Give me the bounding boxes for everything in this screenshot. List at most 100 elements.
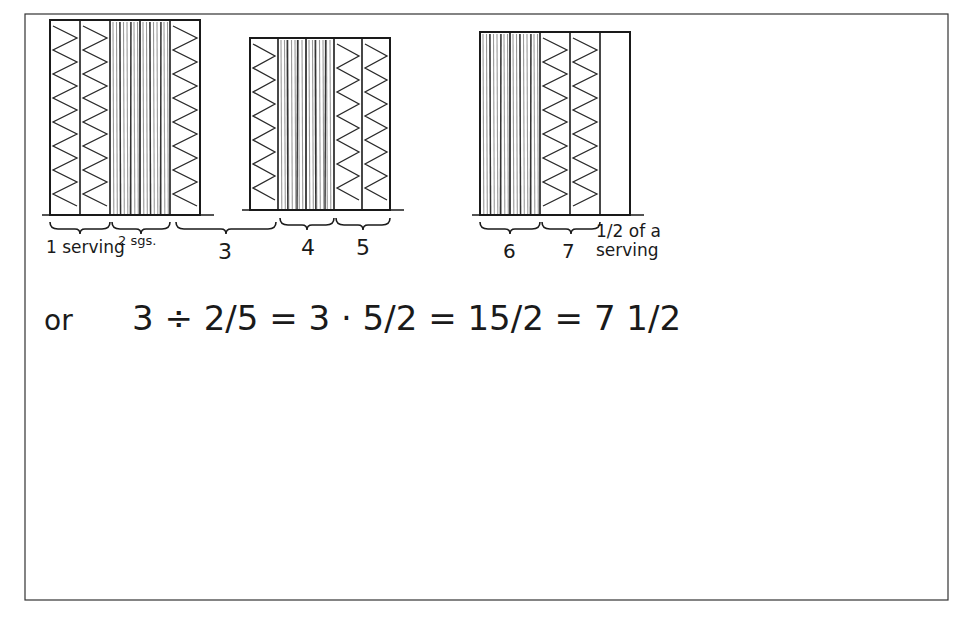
grey-shading [133,22,135,214]
grey-shading [315,40,317,209]
grey-shading [312,40,314,209]
grey-shading [523,34,525,214]
grey-shading [149,22,151,214]
brace [542,222,600,234]
grey-shading [530,34,532,214]
grey-shading [503,34,505,214]
serving-number: 6 [503,240,516,262]
grey-shading [163,22,165,214]
fifth-divider [139,20,141,215]
grey-shading [156,22,158,214]
whole-bar [250,38,390,210]
grey-shading [291,40,293,209]
base-line [42,214,214,216]
grey-shading [326,40,328,209]
pen-line [149,22,151,215]
serving-number: 3 [218,240,232,264]
grey-shading [167,22,169,214]
zigzag-shading [173,26,197,206]
grey-shading [284,40,286,209]
brace [336,218,390,230]
grey-shading [126,22,128,214]
fifth-divider [509,32,511,215]
pen-line [315,40,317,210]
fifth-divider [109,20,111,215]
grey-shading [116,22,118,214]
zigzag-shading [337,44,359,200]
pen-line [489,34,491,215]
frame [25,14,948,600]
brace [50,222,110,234]
zigzag-shading [543,38,567,206]
serving-number: 5 [356,236,370,260]
base-line [472,214,644,216]
whole-bar [50,20,200,215]
grey-shading [329,40,331,209]
grey-shading [526,34,528,214]
pen-line [530,34,532,215]
grey-shading [142,22,144,214]
fifth-divider [333,38,335,210]
brace [112,222,170,234]
whole-bar [480,32,630,215]
grey-shading [489,34,491,214]
pen-line [119,22,121,215]
fifth-divider [599,32,601,215]
pen-line [160,22,162,215]
pen-line [519,34,521,215]
fifth-divider [305,38,307,210]
division-equation: 3 ÷ 2/5 = 3 · 5/2 = 15/2 = 7 1/2 [132,300,681,337]
fifth-divider [169,20,171,215]
grey-shading [533,34,535,214]
zigzag-shading [253,44,275,200]
half-serving-label: 1/2 of a serving [596,222,692,259]
grey-shading [507,34,509,214]
serving-label: 2 sgs. [118,234,156,248]
pen-line [130,22,132,215]
grey-shading [160,22,162,214]
brace [176,222,276,234]
grey-shading [287,40,289,209]
zigzag-shading [365,44,387,200]
zigzag-shading [53,26,77,206]
grey-shading [301,40,303,209]
base-line [242,209,404,211]
grey-shading [153,22,155,214]
grey-shading [308,40,310,209]
pen-line [296,40,298,210]
grey-shading [512,34,514,214]
fifth-divider [539,32,541,215]
pen-line [324,40,326,210]
grey-shading [119,22,121,214]
grey-shading [500,34,502,214]
pen-line [500,34,502,215]
braces [50,218,600,234]
fifth-divider [361,38,363,210]
grey-shading [294,40,296,209]
grey-shading [280,40,282,209]
grey-shading [519,34,521,214]
fifth-divider [277,38,279,210]
grey-shading [123,22,125,214]
grey-shading [298,40,300,209]
grey-shading [516,34,518,214]
grey-shading [537,34,539,214]
grey-shading [146,22,148,214]
serving-label: 1 serving [46,238,125,257]
grey-shading [137,22,139,214]
zigzag-shading [83,26,107,206]
grey-shading [322,40,324,209]
grey-shading [496,34,498,214]
zigzag-shading [573,38,597,206]
fraction-bars [42,20,644,215]
grey-shading [319,40,321,209]
grey-shading [112,22,114,214]
brace [480,222,540,234]
grey-shading [130,22,132,214]
grey-shading [493,34,495,214]
grey-shading [486,34,488,214]
grey-shading [482,34,484,214]
brace [280,218,334,230]
or-word: or [44,306,73,337]
fifth-divider [569,32,571,215]
